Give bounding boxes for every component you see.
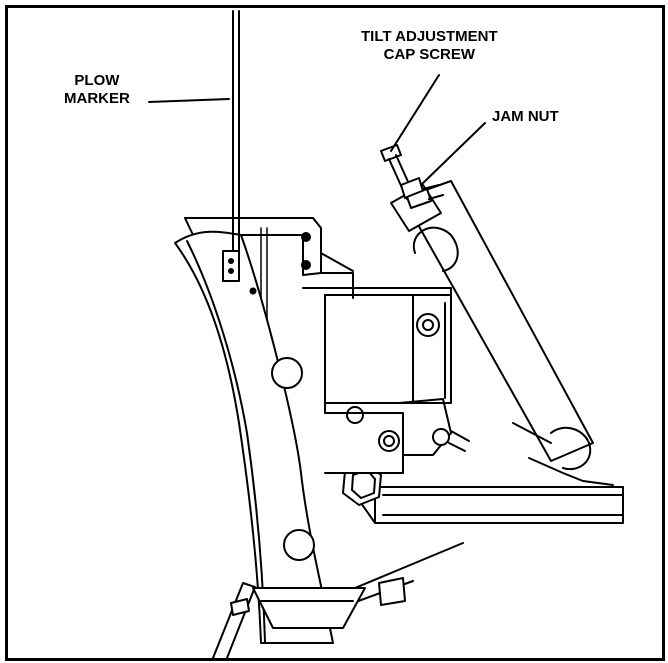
moldboard (174, 230, 334, 644)
plow-marker-leader (148, 98, 230, 103)
diagram-frame: PLOW MARKER TILT ADJUSTMENT CAP SCREW JA… (5, 5, 665, 661)
jam-nut-label: JAM NUT (492, 108, 559, 125)
plow-marker-label: PLOW MARKER (64, 72, 130, 108)
lower-base (212, 542, 464, 658)
tilt-screw-leader (390, 74, 440, 152)
tilt-adjustment-label: TILT ADJUSTMENT CAP SCREW (361, 28, 498, 64)
tilt-adjustment-line-1: TILT ADJUSTMENT (361, 28, 498, 45)
mount-plate (302, 242, 452, 414)
jam-nut-leader (420, 122, 486, 186)
plow-marker-rod (222, 10, 240, 282)
jam-nut-part (400, 177, 444, 209)
plow-marker-line-2: MARKER (64, 90, 130, 107)
plow-assembly-drawing (148, 10, 624, 658)
tilt-adjustment-line-2: CAP SCREW (383, 46, 476, 63)
plow-marker-line-1: PLOW (74, 72, 120, 89)
pivot-fitting (324, 398, 470, 474)
leader-lines (148, 74, 486, 186)
